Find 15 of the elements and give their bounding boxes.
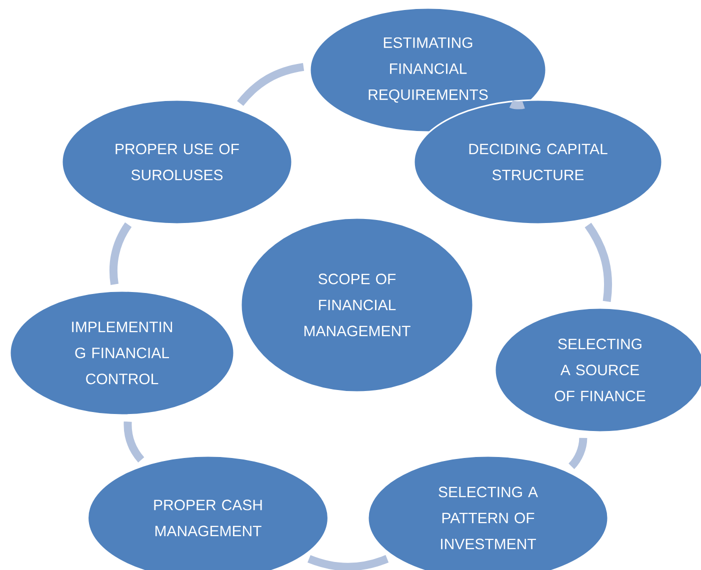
ring-segment: [124, 422, 144, 462]
ellipse-node: DECIDING CAPITAL STRUCTURE: [413, 99, 663, 225]
ring-segment: [584, 222, 612, 302]
ring-segment: [568, 438, 588, 470]
ellipse-node: SELECTING A PATTERN OF INVESTMENT: [367, 455, 609, 570]
ellipse-node: SCOPE OF FINANCIAL MANAGEMENT: [240, 217, 474, 393]
ellipse-node: PROPER CASH MANAGEMENT: [87, 455, 329, 570]
ellipse-node: PROPER USE OF SUROLUSES: [61, 99, 293, 225]
ellipse-node: ESTIMATING FINANCIAL REQUIREMENTS: [309, 7, 547, 133]
ring-segment: [237, 63, 304, 106]
ring-segment: [308, 555, 389, 570]
ring-segment: [510, 100, 525, 110]
ellipse-node: SELECTING A SOURCE OF FINANCE: [494, 307, 701, 433]
ring-segment: [109, 222, 132, 285]
ellipse-node: IMPLEMENTIN G FINANCIAL CONTROL: [9, 290, 235, 416]
